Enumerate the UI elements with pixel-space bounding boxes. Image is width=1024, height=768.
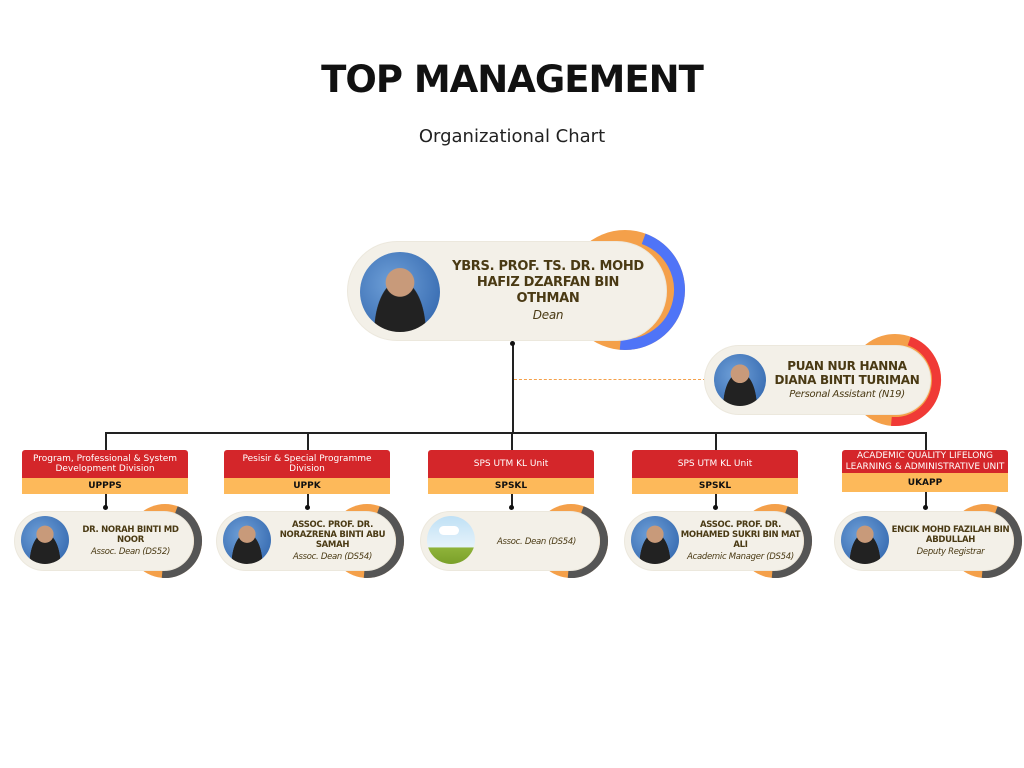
- division-code: UPPK: [224, 478, 390, 494]
- person-photo: [841, 516, 889, 564]
- assistant-name: PUAN NUR HANNA DIANA BINTI TURIMAN: [774, 358, 920, 387]
- person-name: ASSOC. PROF. DR. NORAZRENA BINTI ABU SAM…: [279, 519, 386, 550]
- division-drop: [105, 432, 107, 450]
- connector-assistant: [514, 379, 706, 380]
- ring-arc: [161, 506, 202, 578]
- ring-arc: [981, 506, 1022, 578]
- division-connector: [925, 492, 927, 506]
- page-title: TOP MANAGEMENT: [321, 58, 704, 101]
- connector-dot: [923, 505, 928, 510]
- assistant-photo: [714, 354, 766, 406]
- person-text: ENCIK MOHD FAZILAH BIN ABDULLAH Deputy Re…: [890, 512, 1011, 570]
- person-role: Assoc. Dean (DS54): [496, 536, 576, 547]
- dean-name: YBRS. PROF. TS. DR. MOHD HAFIZ DZARFAN B…: [452, 259, 644, 306]
- division-name: Program, Professional & System Developme…: [22, 450, 188, 478]
- division-connector: [307, 494, 309, 508]
- division-connector: [105, 494, 107, 508]
- person-name: DR. NORAH BINTI MD NOOR: [82, 524, 179, 545]
- assistant-role: Personal Assistant (N19): [789, 389, 905, 401]
- ring-arc: [890, 336, 941, 426]
- division-drop: [511, 432, 513, 450]
- person-photo: [21, 516, 69, 564]
- division-code: SPSKL: [632, 478, 798, 494]
- division-drop: [715, 432, 717, 450]
- division-drop: [307, 432, 309, 450]
- ring-arc: [619, 233, 685, 350]
- person-role: Assoc. Dean (DS54): [292, 552, 372, 563]
- division-name: ACADEMIC QUALITY LIFELONG LEARNING & ADM…: [842, 450, 1008, 473]
- page-subtitle: Organizational Chart: [418, 126, 606, 147]
- person-role: Assoc. Dean (DS52): [90, 547, 170, 558]
- connector-dot: [713, 505, 718, 510]
- connector-dot: [510, 341, 515, 346]
- connector-dot: [305, 505, 310, 510]
- dean-photo: [360, 252, 440, 332]
- person-text: Assoc. Dean (DS54): [476, 512, 597, 570]
- person-photo: [427, 516, 475, 564]
- person-role: Academic Manager (DS54): [687, 552, 794, 563]
- person-text: ASSOC. PROF. DR. MOHAMED SUKRI BIN MAT A…: [680, 512, 801, 570]
- connector-dot: [509, 505, 514, 510]
- connector-dean: [512, 343, 514, 433]
- division-name: SPS UTM KL Unit: [632, 450, 798, 478]
- cloud-icon: [439, 526, 459, 535]
- dean-role: Dean: [532, 308, 564, 323]
- person-name: ENCIK MOHD FAZILAH BIN ABDULLAH: [891, 524, 1010, 545]
- division-connector: [715, 494, 717, 508]
- person-role: Deputy Registrar: [916, 547, 985, 558]
- person-text: DR. NORAH BINTI MD NOOR Assoc. Dean (DS52…: [70, 512, 191, 570]
- ring-arc: [771, 506, 812, 578]
- division-connector: [511, 494, 513, 508]
- ring-arc: [363, 506, 404, 578]
- division-name: Pesisir & Special Programme Division: [224, 450, 390, 478]
- ring-arc: [567, 506, 608, 578]
- assistant-text: PUAN NUR HANNA DIANA BINTI TURIMAN Person…: [766, 346, 928, 414]
- person-name: ASSOC. PROF. DR. MOHAMED SUKRI BIN MAT A…: [680, 519, 801, 550]
- person-photo: [631, 516, 679, 564]
- person-text: ASSOC. PROF. DR. NORAZRENA BINTI ABU SAM…: [272, 512, 393, 570]
- division-drop: [925, 432, 927, 450]
- division-code: UPPPS: [22, 478, 188, 494]
- person-photo: [223, 516, 271, 564]
- division-code: UKAPP: [842, 473, 1008, 492]
- connector-horizontal: [105, 432, 926, 434]
- connector-dot: [103, 505, 108, 510]
- division-name: SPS UTM KL Unit: [428, 450, 594, 478]
- dean-text: YBRS. PROF. TS. DR. MOHD HAFIZ DZARFAN B…: [448, 244, 648, 338]
- division-code: SPSKL: [428, 478, 594, 494]
